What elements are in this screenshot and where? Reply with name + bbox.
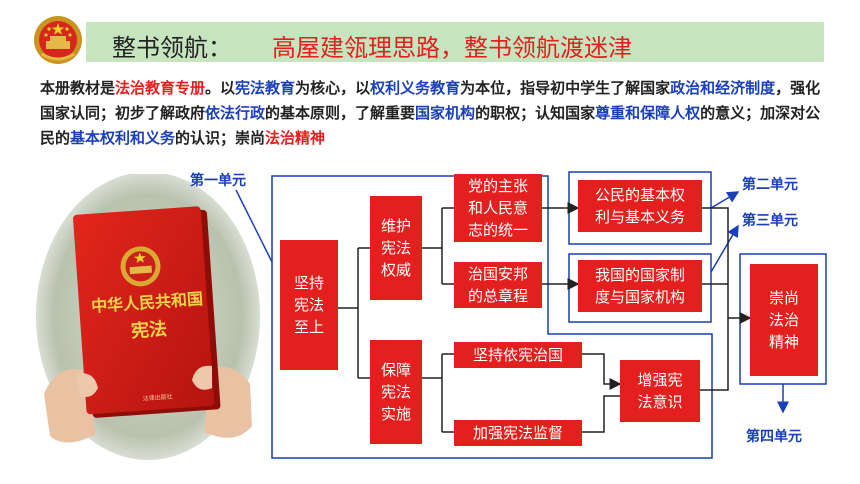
intro-segment: 的意义；加深对公民的 (40, 104, 821, 147)
intro-segment: 依法行政 (205, 104, 266, 122)
node-rule-by-constitution: 坚持依宪治国 (454, 342, 582, 368)
page-title: 整书领航： (112, 34, 232, 62)
unit-label-3: 第三单元 (742, 213, 798, 229)
intro-segment: 法治精神 (265, 129, 326, 147)
unit3-state-institutions-box: 我国的国家制 度与国家机构 (578, 260, 702, 312)
constitution-book-image: 中华人民共和国 宪法 法律出版社 (36, 174, 260, 460)
intro-segment: 的职权；认知国家 (475, 104, 596, 122)
unit-label-1: 第一单元 (190, 173, 246, 189)
node-party-people-unity: 党的主张 和人民意 志的统一 (454, 174, 542, 242)
page-subtitle: 高屋建瓴理思路，整书领航渡迷津 (272, 34, 632, 62)
unit-label-2: 第二单元 (742, 177, 798, 193)
intro-segment: 。以 (205, 79, 236, 97)
branch-ensure-implementation: 保障 宪法 实施 (370, 340, 422, 444)
intro-segment: 尊重和保障人权 (595, 104, 701, 122)
title-bar (86, 22, 824, 62)
unit2-rights-duties-box: 公民的基本权 利与基本义务 (578, 180, 702, 232)
intro-paragraph: 本册教材是法治教育专册。以宪法教育为核心，以权利义务教育为本位，指导初中学生了解… (40, 76, 826, 151)
intro-segment: 国家机构 (415, 104, 476, 122)
root-node: 坚持 宪法 至上 (280, 240, 338, 370)
book-cover-subtitle: 宪法 (130, 318, 167, 342)
intro-segment: ，强化国家认同；初步了解政府 (40, 79, 821, 122)
intro-segment: 宪法教育 (235, 79, 296, 97)
node-governing-charter: 治国安邦 的总章程 (454, 262, 542, 308)
intro-segment: 政治和经济制度 (670, 79, 776, 97)
national-emblem-icon (34, 16, 82, 64)
intro-segment: 基本权利和义务 (70, 129, 176, 147)
intro-segment: 法治教育专册 (115, 79, 206, 97)
intro-segment: 的基本原则，了解重要 (265, 104, 416, 122)
branch-maintain-authority: 维护 宪法 权威 (370, 196, 422, 300)
node-constitutional-awareness: 增强宪 法意识 (620, 360, 700, 422)
unit4-rule-of-law-spirit-box: 崇尚 法治 精神 (750, 264, 818, 376)
intro-segment: 为核心，以 (295, 79, 371, 97)
node-strengthen-supervision: 加强宪法监督 (454, 420, 582, 446)
unit-label-4: 第四单元 (746, 429, 802, 445)
book-publisher: 法律出版社 (142, 392, 173, 402)
intro-segment: 的认识；崇尚 (175, 129, 266, 147)
intro-segment: 权利义务教育 (370, 79, 461, 97)
intro-segment: 为本位，指导初中学生了解国家 (460, 79, 671, 97)
intro-segment: 本册教材是 (40, 79, 116, 97)
